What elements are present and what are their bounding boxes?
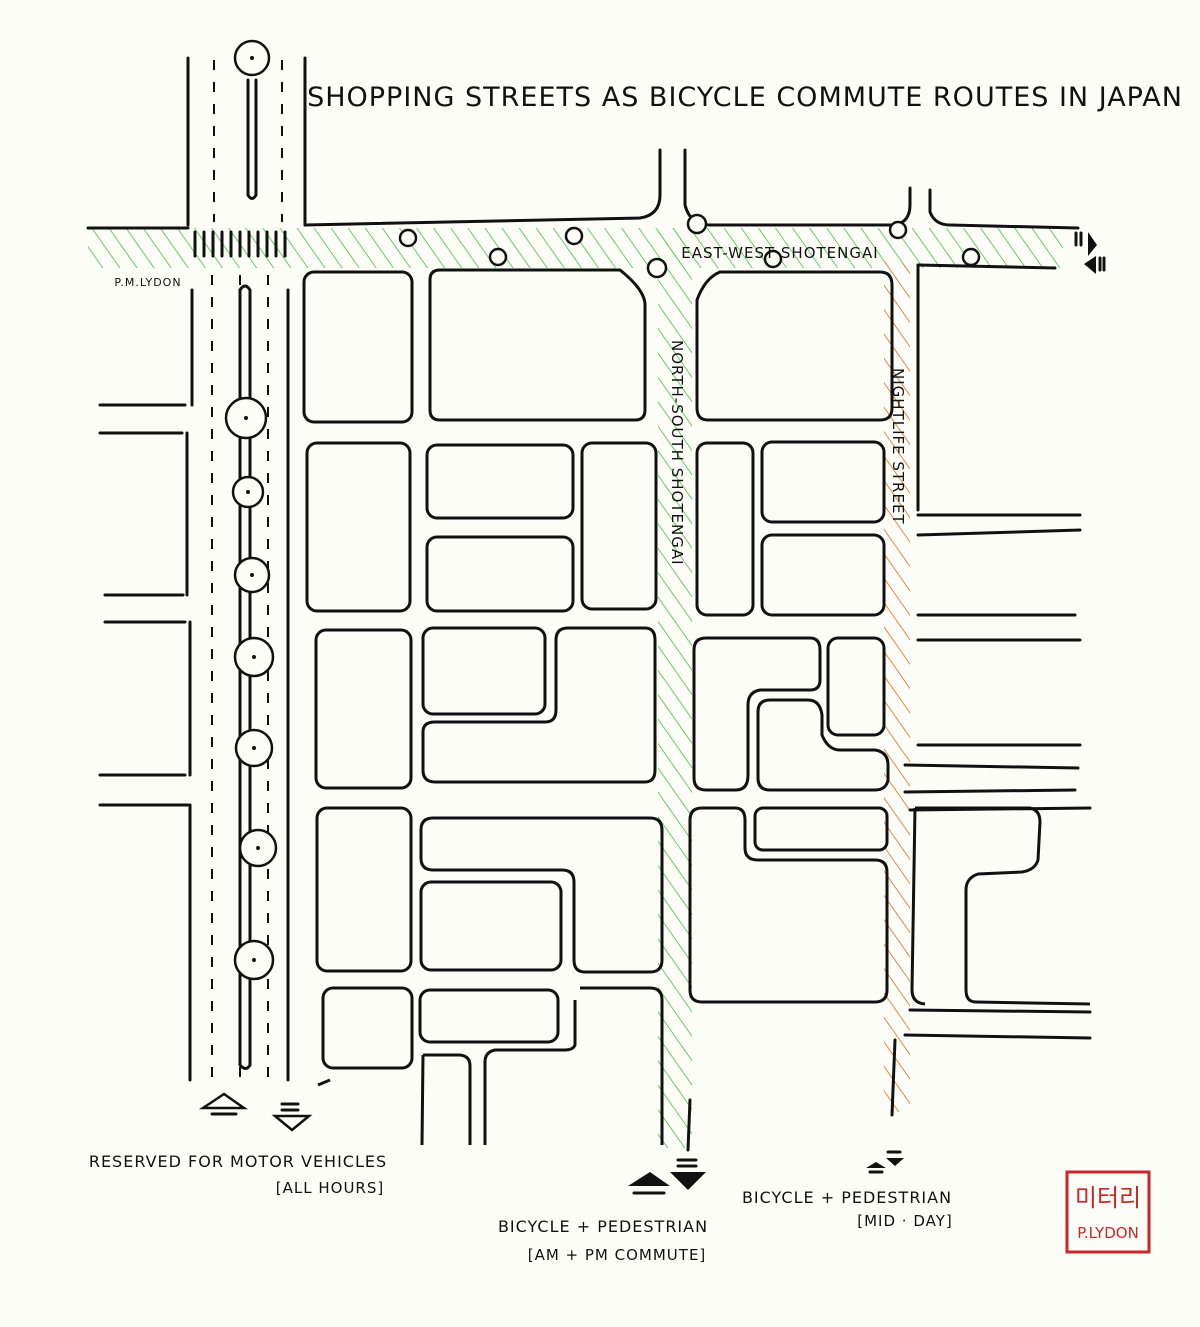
shotengai-trees (398, 213, 981, 279)
legend-motor-hours: [ALL HOURS] (276, 1179, 384, 1197)
east-west-street-label: EAST-WEST SHOTENGAI (681, 244, 878, 262)
legend-commute-label: BICYCLE + PEDESTRIAN (498, 1217, 708, 1236)
author-mark: P.M.LYDON (114, 276, 181, 289)
map-title: SHOPPING STREETS AS BICYCLE COMMUTE ROUT… (307, 82, 1183, 113)
motor-vehicle-arrows (198, 1092, 313, 1132)
legend-midday-label: BICYCLE + PEDESTRIAN (742, 1188, 952, 1207)
north-south-street-label: NORTH-SOUTH SHOTENGAI (668, 340, 686, 566)
signature-stamp: 미터리 P.LYDON (1065, 1170, 1151, 1254)
midday-arrows (866, 1150, 904, 1174)
east-edge-arrows (1074, 231, 1106, 274)
nightlife-street-label: NIGHTLIFE STREET (889, 368, 907, 525)
north-south-route-hatch (658, 228, 692, 1148)
avenue (185, 56, 307, 1082)
stamp-line-2: P.LYDON (1077, 1224, 1139, 1242)
stamp-line-1: 미터리 (1075, 1184, 1141, 1212)
legend-motor-label: RESERVED FOR MOTOR VEHICLES (89, 1152, 387, 1171)
crosswalk (193, 230, 287, 258)
commute-arrows (628, 1158, 706, 1195)
city-blocks (302, 268, 1091, 1146)
legend-commute-hours: [AM + PM COMMUTE] (528, 1246, 707, 1264)
avenue-trees (224, 39, 278, 981)
legend-midday-hours: [MID · DAY] (857, 1212, 952, 1230)
street-edges (86, 148, 1092, 1152)
